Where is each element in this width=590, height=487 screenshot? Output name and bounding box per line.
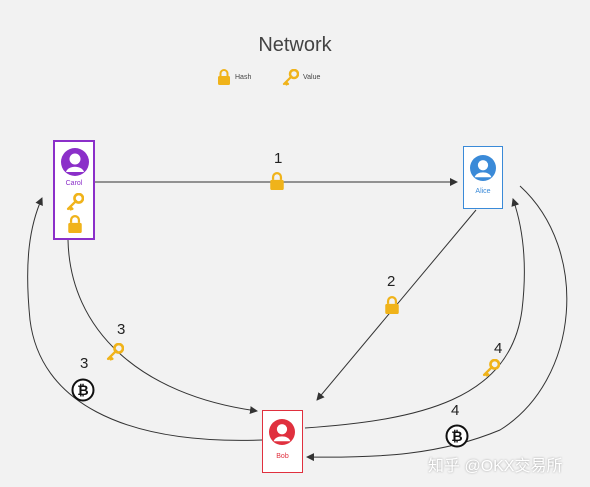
avatar-icon (269, 419, 295, 445)
bob-label: Bob (276, 453, 289, 460)
node-alice: Alice (463, 146, 503, 209)
legend-hash: Hash (217, 69, 251, 85)
step-4-bitcoin-label: 4 (451, 402, 460, 419)
lock-icon (270, 172, 284, 190)
key-icon (66, 193, 84, 211)
key-icon (282, 69, 299, 86)
step-3-bitcoin-label: 3 (80, 355, 89, 372)
watermark: 知乎 @OKX交易所 (428, 458, 563, 475)
lock-icon (218, 69, 230, 85)
node-bob: Bob (262, 410, 303, 473)
lock-icon (68, 215, 82, 233)
legend-hash-label: Hash (235, 73, 252, 81)
svg-text:₿: ₿ (77, 383, 88, 399)
bitcoin-icon: ₿ (71, 378, 95, 402)
step-3-key-label: 3 (117, 321, 126, 338)
step-2-label: 2 (387, 273, 396, 290)
bitcoin-icon: ₿ (445, 424, 469, 448)
legend-value-label: Value (303, 74, 321, 81)
arrow-carol-key-to-bob (67, 239, 258, 415)
node-carol: Carol (53, 140, 95, 240)
avatar-icon (61, 148, 89, 176)
step-4-key-label: 4 (494, 340, 503, 357)
key-icon (106, 343, 124, 361)
step-1-label: 1 (274, 150, 283, 167)
legend-value: Value (282, 69, 320, 86)
avatar-icon (470, 155, 496, 181)
arrow-bob-key-to-alice (304, 198, 525, 429)
arrow-bob-bitcoin-to-carol (27, 197, 263, 441)
alice-label: Alice (475, 188, 491, 195)
svg-text:₿: ₿ (451, 429, 462, 445)
diagram-title: Network (258, 34, 332, 56)
carol-label: Carol (65, 180, 83, 187)
key-icon (482, 359, 500, 377)
arrow-alice-bitcoin-to-bob (306, 185, 568, 462)
lock-icon (385, 296, 399, 314)
